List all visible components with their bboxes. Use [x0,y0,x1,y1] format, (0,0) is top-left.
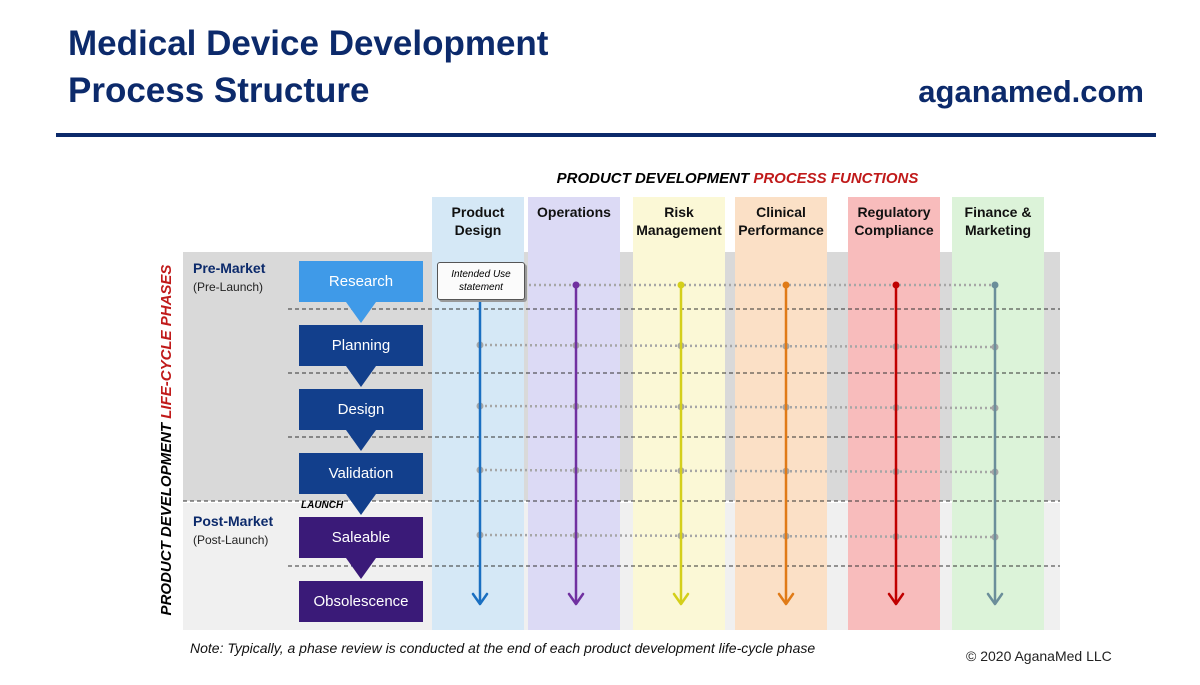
title-line-1: Medical Device Development [68,24,549,63]
copyright: © 2020 AganaMed LLC [966,648,1112,664]
phase-design: Design [299,389,423,430]
phase-separators [183,308,1060,567]
function-header-line1: Operations [537,204,611,220]
phase-chevron [346,430,376,451]
phase-saleable: Saleable [299,517,423,558]
function-arrow-head [777,592,795,606]
pre-market-title: Pre-Market [193,260,266,276]
function-header-line1: Finance & [964,204,1032,220]
scroll-line1: Intended Use [451,269,511,280]
function-header: Operations [528,203,620,221]
function-header-line2: Marketing [964,222,1032,238]
pre-market-label: Pre-Market (Pre-Launch) [193,260,265,294]
function-arrows [471,285,1004,606]
phase-chevron [346,494,376,515]
phase-chevrons [346,302,376,579]
function-column-finance-marketing: Finance & Marketing [952,197,1044,630]
title-line-2: Process Structure [68,71,370,110]
function-arrow-head [567,592,585,606]
launch-label: LAUNCH [301,500,344,511]
site-url[interactable]: aganamed.com [918,74,1144,109]
post-market-title: Post-Market [193,513,274,529]
interaction-lines [476,281,999,541]
phase-obsolescence: Obsolescence [299,581,423,622]
function-header-line2: Design [454,222,502,238]
functions-heading-part2: PROCESS FUNCTIONS [753,170,919,187]
phase-chevron [346,302,376,323]
function-header-line2: Performance [738,222,824,238]
phase-planning: Planning [299,325,423,366]
function-header-line1: Clinical [756,204,806,220]
function-arrow-head [986,592,1004,606]
post-market-sub: (Post-Launch) [193,533,269,547]
function-header-line1: Regulatory [857,204,931,220]
function-header: Finance & Marketing [952,203,1044,239]
phase-validation: Validation [299,453,423,494]
function-arrow-head [672,592,690,606]
function-column-operations: Operations [528,197,620,630]
phase-research: Research [299,261,423,302]
interaction-line [479,343,996,349]
function-header-line1: Product [451,204,505,220]
header-divider [56,133,1156,137]
functions-heading: PRODUCT DEVELOPMENT PROCESS FUNCTIONS [0,170,1200,187]
pre-market-sub: (Pre-Launch) [193,280,264,294]
function-header-line2: Management [636,222,722,238]
phase-chevron [346,558,376,579]
functions-heading-part1: PRODUCT DEVELOPMENT [556,170,754,187]
function-arrow-head [887,592,905,606]
phase-chevron [346,366,376,387]
intended-use-scroll: Intended Use statement [437,262,525,300]
function-header-line2: Compliance [854,222,934,238]
page-title: Medical Device Development Process Struc… [68,20,548,114]
post-market-label: Post-Market (Post-Launch) [193,513,273,547]
footnote: Note: Typically, a phase review is condu… [190,640,816,656]
function-header-line1: Risk [664,204,694,220]
interaction-line [479,404,996,410]
interaction-line [479,468,996,474]
function-arrow-head [471,592,489,606]
scroll-line2: statement [459,282,503,293]
interaction-line [479,533,996,539]
